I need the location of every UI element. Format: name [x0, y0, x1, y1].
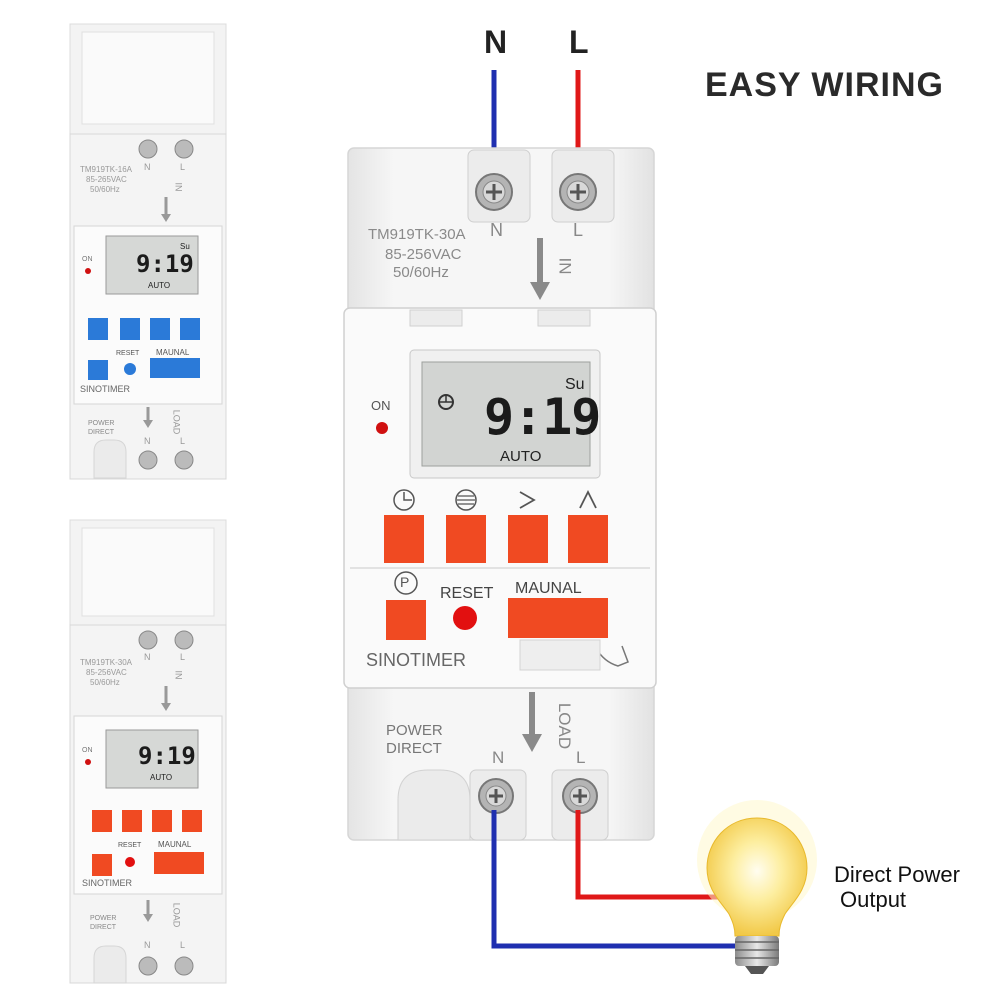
thumb-blue-in: IN [173, 182, 184, 192]
thumb-blue-lower-l: L [180, 436, 186, 446]
thumb-orange-frequency: 50/60Hz [90, 678, 120, 687]
main-timer-body [343, 147, 657, 841]
thumb-blue-on: ON [82, 256, 93, 263]
main-terminal-l-label: L [573, 220, 584, 240]
main-terminal-n-label: N [490, 220, 503, 240]
thumb-blue-manual: MAUNAL [156, 348, 190, 357]
headline: EASY WIRING [705, 66, 944, 104]
thumb-orange-l: L [180, 652, 186, 662]
main-direct-label: DIRECT [386, 740, 442, 757]
thumb-orange-mode: AUTO [150, 773, 173, 782]
main-in-label: IN [555, 257, 575, 275]
main-lcd-mode: AUTO [500, 448, 542, 465]
thumb-blue-direct: DIRECT [88, 429, 115, 436]
main-frequency-label: 50/60Hz [393, 264, 449, 281]
neutral-output-wire [491, 810, 740, 949]
thumbnail-orange-body [69, 519, 227, 984]
thumb-blue-brand: SINOTIMER [80, 384, 131, 394]
thumb-orange-on: ON [82, 747, 93, 754]
thumb-orange-voltage: 85-256VAC [86, 668, 127, 677]
thumb-blue-day: Su [180, 242, 190, 251]
main-model-label: TM919TK-30A [368, 226, 466, 243]
main-lower-n-label: N [492, 748, 505, 767]
thumb-orange-lower-l: L [180, 940, 186, 950]
output-caption-line1: Direct Power [834, 862, 960, 887]
main-brand-label: SINOTIMER [366, 650, 467, 670]
main-on-label: ON [371, 398, 391, 413]
thumb-blue-reset: RESET [116, 350, 140, 357]
thumb-orange-reset: RESET [118, 842, 142, 849]
thumb-blue-lower-n: N [144, 436, 151, 446]
main-lcd-time: 9:19 [484, 388, 601, 446]
thumb-blue-power: POWER [88, 420, 115, 427]
main-reset-label: RESET [440, 585, 494, 602]
thumb-blue-frequency: 50/60Hz [90, 185, 120, 194]
thumb-blue-model: TM919TK-16A [80, 165, 133, 174]
thumb-blue-load: LOAD [171, 409, 182, 435]
main-program-symbol: P [400, 574, 410, 590]
thumb-blue-l: L [180, 162, 186, 172]
thumbnail-timer-orange: N L TM919TK-30A 85-256VAC 50/60Hz IN ON … [68, 518, 228, 988]
thumb-blue-n: N [144, 162, 151, 172]
thumb-orange-lower-n: N [144, 940, 151, 950]
thumb-blue-time: 9:19 [136, 250, 194, 278]
thumb-orange-load: LOAD [171, 902, 182, 928]
thumb-orange-power: POWER [90, 915, 117, 922]
thumbnail-timer-blue: N L TM919TK-16A 85-265VAC 50/60Hz IN ON … [68, 22, 228, 482]
thumb-orange-n: N [144, 652, 151, 662]
main-voltage-label: 85-256VAC [385, 246, 462, 263]
neutral-wire-label: N [484, 24, 508, 60]
main-lower-l-label: L [576, 748, 586, 767]
main-manual-label: MAUNAL [515, 580, 582, 597]
thumb-blue-voltage: 85-265VAC [86, 175, 127, 184]
thumb-orange-brand: SINOTIMER [82, 878, 133, 888]
light-bulb-icon [697, 800, 817, 974]
thumb-orange-in: IN [173, 670, 184, 680]
main-load-label: LOAD [555, 702, 575, 750]
live-wire-label: L [569, 24, 589, 60]
main-power-label: POWER [386, 722, 443, 739]
thumbnail-blue-body [69, 23, 227, 480]
output-caption-line2: Output [840, 887, 907, 912]
thumb-blue-mode: AUTO [148, 281, 171, 290]
thumb-orange-time: 9:19 [138, 742, 196, 770]
main-lcd-day: Su [565, 376, 585, 393]
thumb-orange-manual: MAUNAL [158, 840, 192, 849]
thumb-orange-direct: DIRECT [90, 924, 117, 931]
live-output-wire [575, 810, 725, 900]
thumb-orange-model: TM919TK-30A [80, 658, 133, 667]
